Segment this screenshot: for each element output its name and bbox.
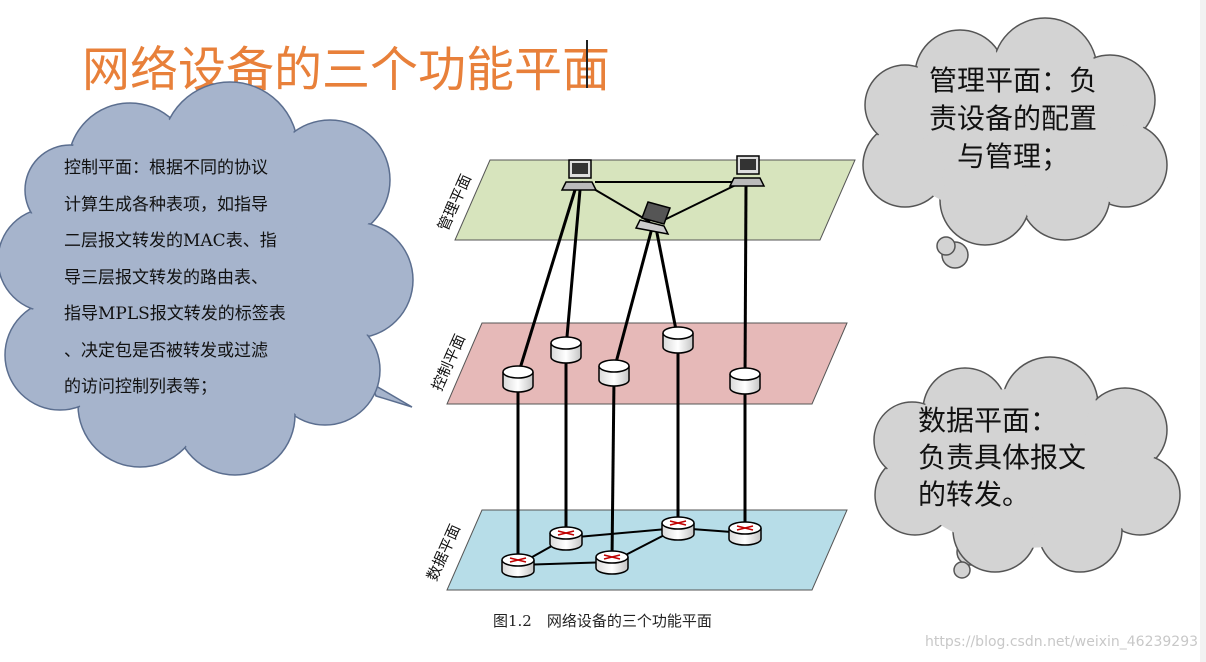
control-line: 、决定包是否被转发或过滤 <box>64 340 268 361</box>
data-plane-cloud <box>873 356 1181 579</box>
router-icon <box>501 553 535 578</box>
route-database-icon <box>550 336 582 364</box>
control-plane <box>446 322 848 405</box>
router-icon <box>661 516 695 541</box>
data-devices <box>501 516 762 578</box>
control-line: 指导MPLS报文转发的标签表 <box>64 304 286 324</box>
data-plane-description: 数据平面： 负责具体报文 的转发。 <box>918 402 1128 513</box>
management-line: 责设备的配置 <box>928 102 1097 135</box>
router-icon <box>595 550 629 575</box>
control-line: 的访问控制列表等； <box>64 377 217 397</box>
route-database-icon <box>662 326 694 354</box>
route-database-icon <box>729 367 761 395</box>
desktop-computer-icon <box>560 159 598 191</box>
router-icon <box>728 521 762 546</box>
management-plane-cloud <box>862 17 1168 269</box>
control-line: 导三层报文转发的路由表、 <box>64 267 268 288</box>
control-line: 二层报文转发的MAC表、指 <box>64 231 277 251</box>
management-plane-description: 管理平面：负 责设备的配置 与管理； <box>913 62 1113 176</box>
control-line: 计算生成各种表项，如指导 <box>64 194 268 215</box>
data-line: 的转发。 <box>918 478 1031 511</box>
router-icon <box>549 526 583 551</box>
figure-caption: 图1.2 网络设备的三个功能平面 <box>493 612 712 630</box>
data-line: 数据平面： <box>918 404 1059 437</box>
route-database-icon <box>598 359 630 387</box>
desktop-computer-icon <box>728 155 766 187</box>
data-plane <box>446 509 848 591</box>
control-line: 控制平面：根据不同的协议 <box>64 158 268 178</box>
window-edge <box>1200 0 1206 662</box>
management-line: 与管理； <box>956 140 1069 173</box>
laptop-icon <box>634 201 671 236</box>
route-database-icon <box>502 365 534 393</box>
text-cursor <box>586 40 588 88</box>
management-line: 管理平面：负 <box>928 64 1097 97</box>
control-plane-cloud <box>0 81 414 476</box>
control-plane-description: 控制平面：根据不同的协议 计算生成各种表项，如指导 二层报文转发的MAC表、指 … <box>64 150 334 406</box>
control-devices <box>502 326 761 395</box>
page-title: 网络设备的三个功能平面 <box>82 42 611 98</box>
data-line: 负责具体报文 <box>918 441 1087 474</box>
watermark: https://blog.csdn.net/weixin_46239293 <box>925 634 1199 650</box>
